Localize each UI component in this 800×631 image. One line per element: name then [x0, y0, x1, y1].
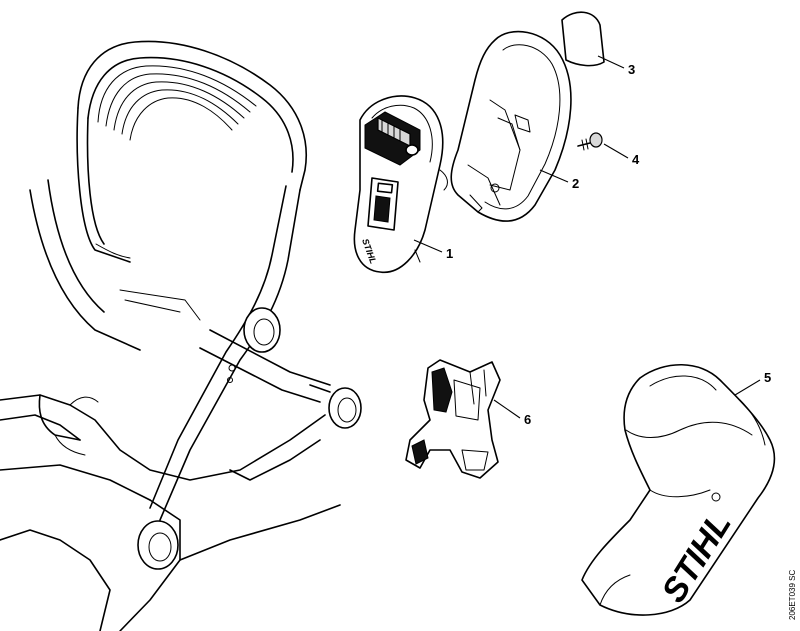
part-5-protective-cover: STIHL [581, 363, 776, 616]
callout-6: 6 [524, 412, 531, 427]
callout-1: 1 [446, 246, 453, 261]
callout-numbers: 1 2 3 4 5 6 [446, 62, 771, 427]
drawing-code: 206ET039 SC [788, 570, 797, 620]
handle-frame [0, 40, 362, 631]
part-2-switch-shell [450, 30, 572, 222]
part-3-label-plate [561, 11, 605, 67]
callout-4: 4 [632, 152, 640, 167]
part-4-screw [577, 132, 603, 151]
callout-2: 2 [572, 176, 579, 191]
callout-5: 5 [764, 370, 771, 385]
callout-3: 3 [628, 62, 635, 77]
part-6-retaining-clip [405, 359, 501, 479]
callout-leaders [413, 55, 761, 419]
part-1-switch-housing: STIHL [353, 95, 448, 273]
